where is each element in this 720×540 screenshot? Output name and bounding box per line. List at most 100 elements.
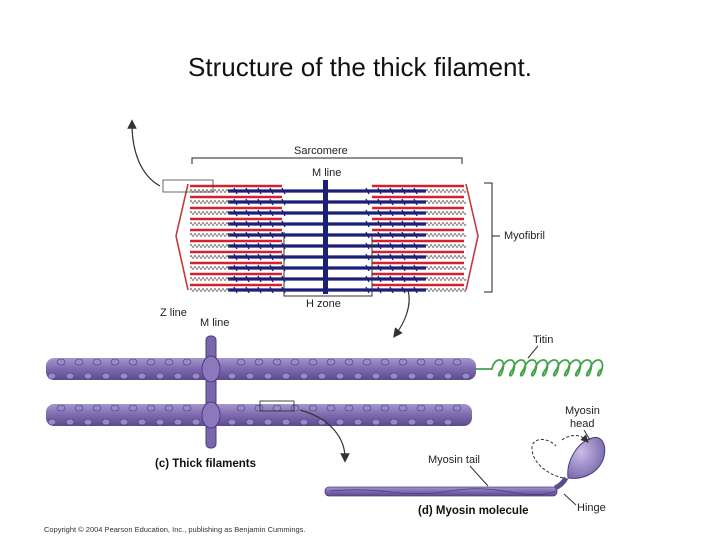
myosin-head-bump	[398, 358, 408, 366]
crossbridge-tick	[269, 198, 274, 206]
copyright-notice: Copyright © 2004 Pearson Education, Inc.…	[44, 525, 306, 534]
crossbridge-tick	[233, 286, 238, 294]
myosin-head-bump	[74, 358, 84, 366]
myosin-head-bump	[308, 358, 318, 366]
crossbridge-tick	[269, 231, 274, 239]
myosin-head-bump	[164, 404, 174, 412]
titin-coil	[476, 359, 604, 377]
crossbridge-tick	[365, 286, 370, 294]
myosin-head-bump	[452, 404, 462, 412]
myosin-head-bump	[191, 418, 201, 426]
crossbridge-tick	[245, 253, 250, 261]
titin-squiggle	[425, 255, 467, 259]
myosin-head-bump	[344, 404, 354, 412]
myosin-head-bump	[146, 404, 156, 412]
crossbridge-tick	[257, 264, 262, 272]
myosin-head-bump	[398, 404, 408, 412]
myosin-head-bump	[92, 358, 102, 366]
myosin-head-bump	[380, 404, 390, 412]
crossbridge-tick	[257, 275, 262, 283]
crossbridge-tick	[413, 264, 418, 272]
crossbridge-tick	[257, 198, 262, 206]
myosin-heads	[47, 358, 471, 426]
myosin-head-bump	[254, 404, 264, 412]
crossbridge-tick	[257, 220, 262, 228]
crossbridge-tick	[401, 264, 406, 272]
crossbridge-tick	[281, 209, 286, 217]
titin-squiggle	[189, 288, 231, 292]
myosin-head-bump	[281, 418, 291, 426]
crossbridge-tick	[365, 264, 370, 272]
titin-squiggle	[425, 277, 467, 281]
myosin-head-bump	[47, 372, 57, 380]
crossbridge-tick	[401, 253, 406, 261]
crossbridge-tick	[401, 209, 406, 217]
myosin-head-bump	[362, 404, 372, 412]
crossbridge-tick	[245, 198, 250, 206]
titin-squiggle	[189, 244, 231, 248]
myosin-head-label-1: Myosin	[565, 405, 600, 417]
z-line-label: Z line	[160, 307, 187, 319]
crossbridge-tick	[389, 242, 394, 250]
crossbridge-tick	[245, 242, 250, 250]
titin-squiggle	[189, 266, 231, 270]
crossbridge-tick	[365, 220, 370, 228]
hinge-neck	[553, 476, 569, 491]
crossbridge-tick	[401, 187, 406, 195]
myosin-head-bump	[263, 418, 273, 426]
crossbridge-tick	[413, 220, 418, 228]
myosin-molecule-caption: (d) Myosin molecule	[418, 505, 529, 517]
crossbridge-tick	[413, 286, 418, 294]
myosin-head-bump	[407, 418, 417, 426]
crossbridge-tick	[389, 264, 394, 272]
crossbridge-tick	[413, 253, 418, 261]
myosin-head-bump	[281, 372, 291, 380]
myosin-head-bump	[191, 372, 201, 380]
crossbridge-tick	[401, 286, 406, 294]
crossbridge-tick	[365, 275, 370, 283]
crossbridge-tick	[377, 286, 382, 294]
myosin-head-bump	[110, 358, 120, 366]
crossbridge-tick	[377, 253, 382, 261]
crossbridge-tick	[365, 253, 370, 261]
myosin-head-bump	[326, 404, 336, 412]
myosin-head-bump	[461, 372, 471, 380]
crossbridge-tick	[245, 264, 250, 272]
myosin-head-bump	[155, 372, 165, 380]
myosin-head-bump	[272, 358, 282, 366]
crossbridge-tick	[233, 264, 238, 272]
myosin-head-bump	[227, 372, 237, 380]
crossbridge-tick	[377, 187, 382, 195]
myosin-head-shape	[567, 436, 606, 479]
myosin-head-bump	[128, 358, 138, 366]
myosin-head-bump	[263, 372, 273, 380]
crossbridge-tick	[233, 198, 238, 206]
myosin-head-bump	[128, 404, 138, 412]
crossbridge-tick	[389, 198, 394, 206]
myosin-head-bump	[245, 372, 255, 380]
myosin-head-bump	[362, 358, 372, 366]
myosin-head-bump	[434, 404, 444, 412]
titin-squiggle	[425, 200, 467, 204]
titin-squiggle	[189, 222, 231, 226]
callout-box	[162, 179, 214, 193]
crossbridge-tick	[281, 220, 286, 228]
myosin-head-bump	[56, 404, 66, 412]
myosin-head-bump	[182, 404, 192, 412]
crossbridge-tick	[389, 209, 394, 217]
myosin-head-bump	[272, 404, 282, 412]
titin-squiggle	[189, 211, 231, 215]
titin-squiggle	[189, 277, 231, 281]
h-zone-bracket	[283, 232, 373, 297]
crossbridge-tick	[377, 242, 382, 250]
titin-squiggle	[425, 233, 467, 237]
crossbridge-tick	[269, 220, 274, 228]
crossbridge-tick	[377, 220, 382, 228]
crossbridge-tick	[413, 231, 418, 239]
crossbridge-tick	[401, 275, 406, 283]
crossbridge-tick	[377, 275, 382, 283]
titin-squiggle	[425, 211, 467, 215]
crossbridge-tick	[269, 264, 274, 272]
titin-spring	[476, 359, 604, 377]
myosin-head-bump	[434, 358, 444, 366]
